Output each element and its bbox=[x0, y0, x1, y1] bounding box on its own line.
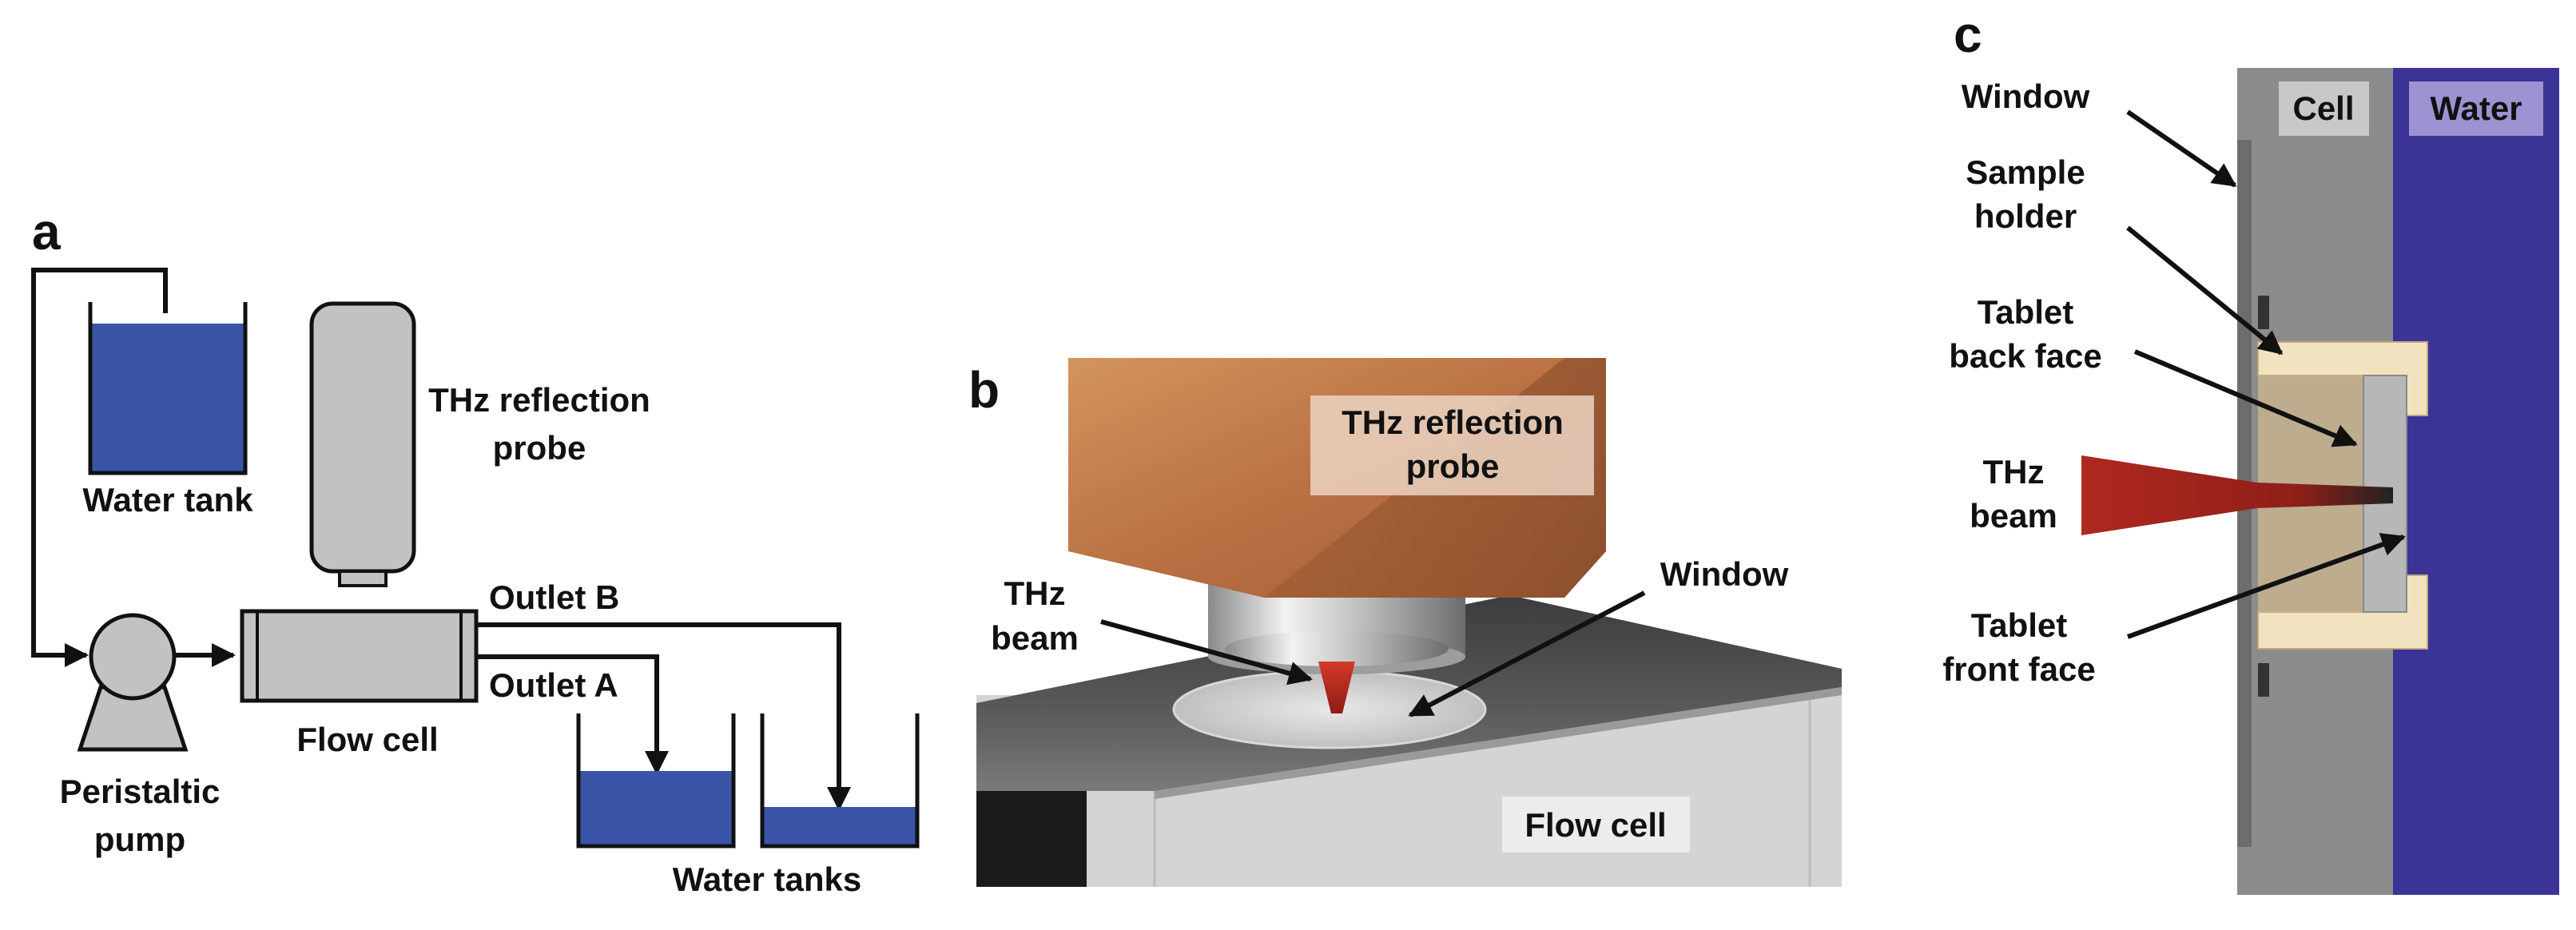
probe-label-line2: probe bbox=[493, 429, 586, 467]
holder-arrow bbox=[2126, 225, 2284, 356]
water-tank-a bbox=[576, 713, 736, 849]
water-tanks-label: Water tanks bbox=[673, 860, 862, 898]
pump-wheel bbox=[89, 613, 177, 701]
panel-a: a Water tank THz reflection probe Perist… bbox=[31, 203, 920, 898]
probe-collar-ring bbox=[1225, 631, 1449, 666]
probe-tip bbox=[338, 570, 388, 587]
flow-cell-body bbox=[240, 609, 479, 703]
window-3d-label: Window bbox=[1660, 555, 1789, 593]
water-tank-b bbox=[760, 713, 920, 849]
flow-cell-3d-label-box bbox=[1502, 797, 1690, 852]
beam-cs-label-line2: beam bbox=[1970, 497, 2057, 535]
probe-label-box bbox=[1310, 395, 1594, 495]
beam-3d-label-line1: THz bbox=[1004, 574, 1066, 612]
probe-3d-label-line2: probe bbox=[1406, 447, 1500, 485]
thz-beam-cross-section bbox=[2081, 455, 2393, 535]
outlet-b-label: Outlet B bbox=[489, 578, 619, 616]
back-face-arrow bbox=[2133, 349, 2358, 447]
pump-label-line1: Peristaltic bbox=[60, 773, 221, 810]
beam-3d-arrow bbox=[1100, 619, 1313, 686]
tube-tank-to-pump bbox=[31, 268, 168, 667]
back-face-label-line2: back face bbox=[1949, 337, 2101, 375]
flow-cell-block-bevel bbox=[1155, 687, 1842, 799]
panel-b-letter: b bbox=[968, 361, 1000, 419]
tube-outlet-b bbox=[476, 622, 851, 811]
flow-cell-3d-label: Flow cell bbox=[1525, 806, 1666, 844]
beam-3d-label-line2: beam bbox=[991, 619, 1079, 657]
panel-c: c Cell Water Window Sample holder Tablet… bbox=[1942, 6, 2559, 895]
pump-label-line2: pump bbox=[94, 821, 185, 858]
window-clip-top bbox=[2258, 296, 2269, 329]
water-label-box bbox=[2409, 81, 2543, 136]
thz-beam-3d bbox=[1318, 662, 1355, 713]
outlet-a-label: Outlet A bbox=[489, 666, 618, 704]
water-tank-outline bbox=[88, 302, 248, 475]
probe-label-line1: THz reflection bbox=[428, 381, 650, 419]
panel-b: b THz reflection probe THz beam Window bbox=[968, 358, 1842, 887]
water-label: Water bbox=[2430, 89, 2522, 127]
water-tank-label: Water tank bbox=[82, 481, 253, 519]
front-face-label-line1: Tablet bbox=[1971, 606, 2068, 644]
water-tank-water bbox=[92, 324, 244, 471]
probe-body bbox=[309, 301, 416, 574]
flow-cell-label: Flow cell bbox=[296, 721, 438, 758]
beam-cs-label-line1: THz bbox=[1983, 453, 2045, 491]
holder-label-line1: Sample bbox=[1966, 153, 2085, 191]
cell-label: Cell bbox=[2292, 89, 2354, 127]
holder-label-line2: holder bbox=[1974, 197, 2077, 235]
tube-outlet-a bbox=[476, 654, 669, 775]
cell-label-box bbox=[2279, 81, 2369, 136]
water-tank-a-outline bbox=[576, 713, 736, 849]
panel-a-letter: a bbox=[32, 203, 61, 260]
flow-cell-block-shadow bbox=[976, 791, 1087, 887]
thz-probe-schematic bbox=[309, 301, 416, 587]
probe-3d-label-line1: THz reflection bbox=[1342, 403, 1564, 441]
panel-c-letter: c bbox=[1954, 6, 1982, 63]
water-tank-top bbox=[88, 302, 248, 475]
front-face-arrow bbox=[2126, 533, 2406, 639]
peristaltic-pump bbox=[77, 613, 189, 752]
window-clip-bottom bbox=[2258, 663, 2269, 697]
front-face-label-line2: front face bbox=[1942, 650, 2095, 688]
water-tank-a-water bbox=[580, 771, 732, 845]
window-cs-arrow bbox=[2126, 109, 2237, 188]
water-tank-b-outline bbox=[760, 713, 920, 849]
flow-cell-schematic bbox=[240, 609, 479, 703]
water-region bbox=[2393, 68, 2559, 895]
water-tank-b-water bbox=[764, 807, 916, 845]
back-face-label-line1: Tablet bbox=[1978, 293, 2074, 331]
window-3d-arrow bbox=[1408, 590, 1646, 717]
window-cs-label: Window bbox=[1962, 78, 2090, 115]
